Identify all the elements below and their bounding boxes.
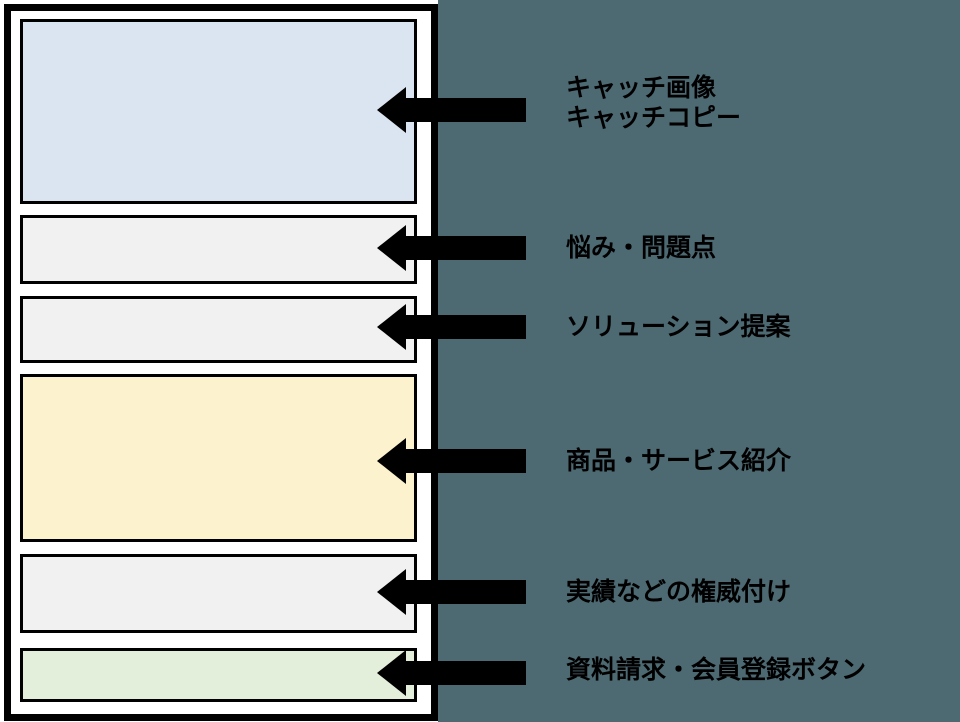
arrow-shaft	[406, 661, 526, 685]
arrow-shaft	[406, 236, 526, 260]
left-arrow-icon	[377, 569, 526, 615]
left-arrow-icon	[377, 225, 526, 271]
section-cta	[20, 648, 417, 702]
section-hero	[20, 19, 417, 204]
annotation-label-credibility: 実績などの権威付け	[566, 578, 792, 606]
arrow-shaft	[406, 580, 526, 604]
arrow-head	[377, 225, 406, 271]
arrow-head	[377, 87, 406, 133]
left-arrow-icon	[377, 87, 526, 133]
arrow-head	[377, 304, 406, 350]
left-arrow-icon	[377, 650, 526, 696]
section-problems	[20, 215, 417, 284]
page-outline-frame	[4, 4, 438, 721]
arrow-head	[377, 650, 406, 696]
arrow-head	[377, 569, 406, 615]
annotation-label-cta: 資料請求・会員登録ボタン	[566, 656, 867, 684]
left-arrow-icon	[377, 438, 526, 484]
section-credibility	[20, 554, 417, 633]
section-product	[20, 374, 417, 542]
left-arrow-icon	[377, 304, 526, 350]
arrow-shaft	[406, 315, 526, 339]
arrow-shaft	[406, 98, 526, 122]
annotation-label-problems: 悩み・問題点	[566, 234, 717, 262]
section-solution	[20, 296, 417, 363]
arrow-head	[377, 438, 406, 484]
arrow-shaft	[406, 449, 526, 473]
annotation-label-solution: ソリューション提案	[566, 313, 791, 341]
annotation-label-hero: キャッチ画像 キャッチコピー	[566, 74, 742, 132]
annotation-label-product: 商品・サービス紹介	[566, 447, 792, 475]
